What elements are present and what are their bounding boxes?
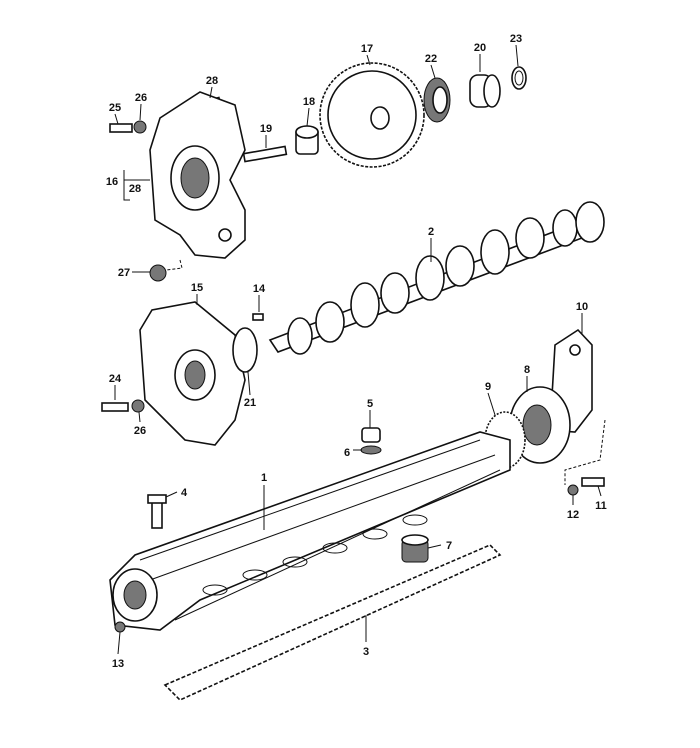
part-housing-16 <box>149 91 246 259</box>
callout-23: 23 <box>510 33 522 45</box>
part-gasket-3 <box>163 544 502 701</box>
part-bolt-25 <box>109 123 133 133</box>
part-bolt-19 <box>242 145 288 163</box>
part-seal-21 <box>232 327 258 373</box>
part-ring-6 <box>360 445 382 455</box>
callout-labels: 1 2 3 4 5 6 7 8 9 10 11 12 13 14 15 16 1… <box>106 33 607 670</box>
part-camshaft <box>268 201 605 355</box>
part-bolt-4 <box>147 494 167 529</box>
callout-28-bracket: 28 <box>129 183 141 195</box>
callout-21: 21 <box>244 397 256 409</box>
part-spacer-20 <box>469 74 501 108</box>
part-nut-13 <box>114 621 126 633</box>
part-bushing-18 <box>295 125 319 155</box>
part-ring-23 <box>511 66 527 90</box>
part-tappet-7 <box>401 534 429 563</box>
callout-15: 15 <box>191 282 203 294</box>
callout-2: 2 <box>428 226 434 238</box>
part-seal-22 <box>423 77 451 123</box>
callout-20: 20 <box>474 42 486 54</box>
callout-26: 26 <box>135 92 147 104</box>
leader-lines <box>114 44 606 655</box>
callout-24: 24 <box>109 373 122 385</box>
callout-1: 1 <box>261 472 267 484</box>
callout-9: 9 <box>485 381 491 393</box>
callout-7: 7 <box>446 540 452 552</box>
callout-4: 4 <box>181 487 188 499</box>
callout-27: 27 <box>118 267 130 279</box>
callout-13: 13 <box>112 658 124 670</box>
part-plug-5 <box>361 427 381 443</box>
part-washer-12 <box>567 484 579 496</box>
callout-12: 12 <box>567 509 579 521</box>
part-bolt-24 <box>101 402 129 412</box>
callout-14: 14 <box>253 283 266 295</box>
callout-18: 18 <box>303 96 315 108</box>
part-bolt-11 <box>581 477 605 487</box>
part-washer-26 <box>133 120 147 134</box>
part-cylinder-head <box>109 431 511 631</box>
callout-6: 6 <box>344 447 350 459</box>
callout-16: 16 <box>106 176 118 188</box>
callout-17: 17 <box>361 43 373 55</box>
part-key-14 <box>252 313 264 321</box>
part-nut-27 <box>149 264 167 282</box>
callout-22: 22 <box>425 53 437 65</box>
callout-11: 11 <box>595 500 607 512</box>
part-washer-26b <box>131 399 145 413</box>
part-housing-15 <box>139 301 246 446</box>
callout-5: 5 <box>367 398 373 410</box>
callout-26-lower: 26 <box>134 425 146 437</box>
part-timing-gear <box>319 62 425 168</box>
callout-3: 3 <box>363 646 369 658</box>
callout-10: 10 <box>576 301 588 313</box>
callout-28: 28 <box>206 75 218 87</box>
callout-25: 25 <box>109 102 121 114</box>
callout-19: 19 <box>260 123 272 135</box>
callout-8: 8 <box>524 364 530 376</box>
